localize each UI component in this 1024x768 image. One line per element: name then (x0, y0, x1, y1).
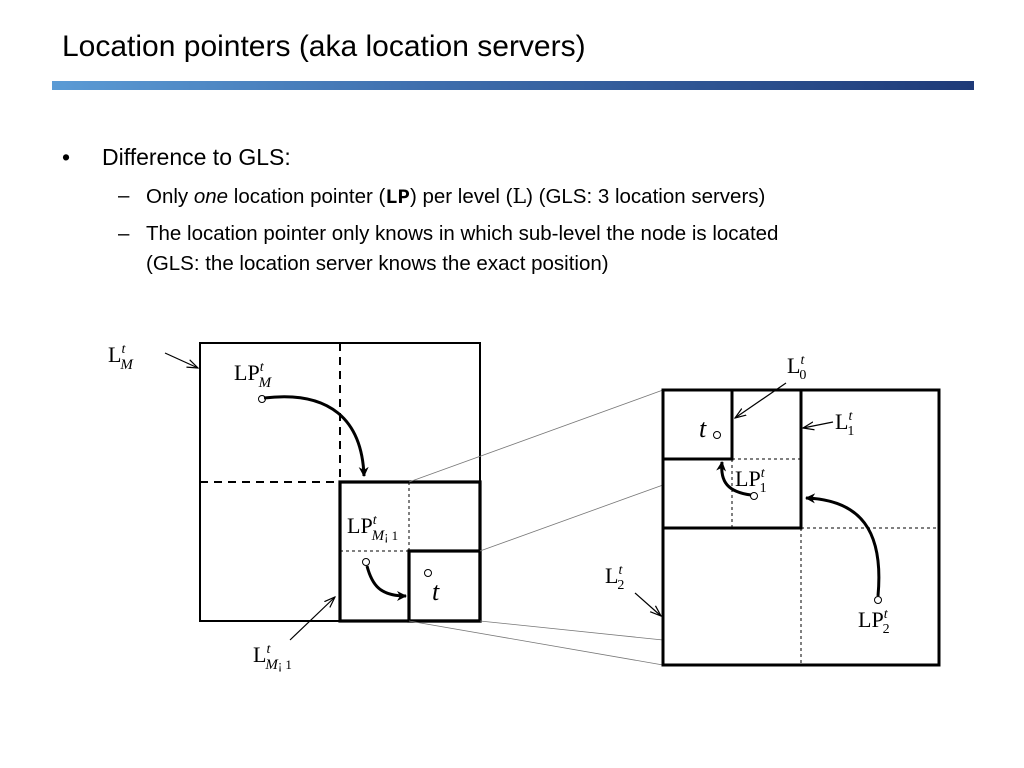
subitem-text-mid2: ) per level ( (409, 185, 513, 208)
subitem-text-pre: Only (146, 185, 194, 208)
label-target-right: t (699, 414, 707, 443)
subitem-emph: one (193, 185, 229, 208)
subitem-line1: The location pointer only knows in which… (146, 222, 779, 245)
target-node-left (424, 569, 432, 577)
arrow-lp-2 (805, 493, 881, 597)
pointer-L-M (164, 352, 198, 368)
lp-2-node (874, 596, 882, 604)
subitem-code-lp: LP (385, 187, 410, 210)
label-target-left: t (432, 577, 440, 606)
projection-line (479, 484, 664, 552)
arrow-lp-1 (716, 461, 752, 497)
pointer-L-M-1 (289, 597, 335, 641)
projection-line (408, 389, 664, 483)
pointer-L-1 (803, 422, 834, 428)
lp-M-1-node (362, 558, 370, 566)
target-node-right (713, 431, 721, 439)
lp-1-node (750, 492, 758, 500)
bullet-marker: • (62, 144, 71, 170)
title-underline-bar (52, 81, 974, 90)
subitem-marker: – (118, 184, 130, 207)
subitem-text-post: ) (GLS: 3 location servers) (526, 185, 766, 208)
level-0-square (661, 388, 734, 461)
bullet-text: Difference to GLS: (102, 144, 291, 170)
projection-line (408, 620, 664, 666)
pointer-L-0 (735, 382, 787, 418)
arrow-lp-M-1 (365, 565, 407, 601)
pointer-L-2 (634, 592, 661, 616)
slide-title: Location pointers (aka location servers) (62, 30, 586, 63)
arrow-lp-M (263, 395, 369, 477)
bullet-difference: • Difference to GLS: (62, 144, 291, 171)
projection-line (479, 620, 664, 641)
subitem-text-mid: location pointer ( (228, 185, 386, 208)
subitem-code-l: L (512, 184, 527, 208)
subitem-marker: – (118, 222, 130, 245)
subitem-line2: (GLS: the location server knows the exac… (146, 252, 609, 275)
target-cell-square (407, 549, 482, 623)
